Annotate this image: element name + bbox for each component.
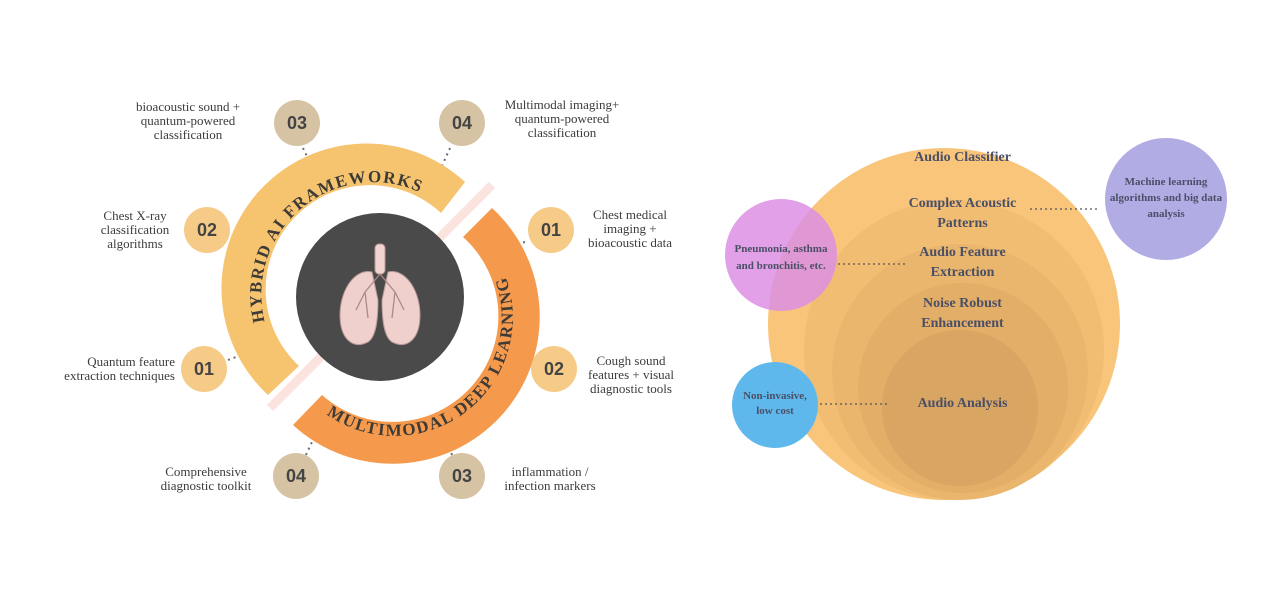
svg-text:04: 04 — [452, 113, 472, 133]
layer-label-audio-classifier: Audio Classifier — [914, 150, 1011, 165]
hybrid-label-04: Comprehensive diagnostic toolkit — [160, 464, 252, 493]
hybrid-label-02: Chest X-ray classification algorithms — [100, 208, 170, 251]
svg-text:02: 02 — [544, 359, 564, 379]
hybrid-badge-03: 03 — [274, 100, 320, 146]
layer-label-audio-analysis: Audio Analysis — [917, 396, 1008, 411]
svg-text:01: 01 — [541, 220, 561, 240]
multimodal-badge-01: 01 — [528, 207, 574, 253]
multimodal-ring — [293, 208, 540, 464]
bubble-label-machine-learning: Machine learning algorithms and big data… — [1109, 176, 1223, 220]
hybrid-badge-01: 01 — [181, 346, 227, 392]
bubble-label-pneumonia: Pneumonia, asthma and bronchitis, etc. — [734, 243, 828, 272]
layer-audio-analysis — [882, 330, 1038, 486]
svg-text:03: 03 — [452, 466, 472, 486]
hybrid-label-03: bioacoustic sound + quantum-powered clas… — [135, 99, 241, 142]
bubble-machine-learning — [1105, 138, 1227, 260]
hybrid-badge-04: 04 — [273, 453, 319, 499]
multimodal-label-04: Multimodal imaging+ quantum-powered clas… — [504, 97, 620, 140]
lungs-icon — [339, 243, 421, 345]
svg-text:03: 03 — [287, 113, 307, 133]
svg-text:02: 02 — [197, 220, 217, 240]
multimodal-badge-02: 02 — [531, 346, 577, 392]
hybrid-ai-ring — [221, 143, 465, 395]
center-circle — [296, 213, 464, 381]
multimodal-label-02: Cough sound features + visual diagnostic… — [587, 354, 675, 396]
multimodal-label-03: inflammation / infection markers — [504, 464, 596, 493]
svg-text:04: 04 — [286, 466, 306, 486]
hybrid-label-01: Quantum feature extraction techniques — [64, 354, 175, 383]
layer-label-complex-acoustic: Complex Acoustic Patterns — [908, 196, 1017, 231]
bubble-non-invasive — [732, 362, 818, 448]
svg-text:01: 01 — [194, 359, 214, 379]
layer-label-noise-enhancement: Noise Robust Enhancement — [921, 296, 1004, 331]
multimodal-label-01: Chest medical imaging + bioacoustic data — [587, 208, 673, 250]
audio-layer-stack — [768, 148, 1120, 500]
hybrid-badge-02: 02 — [184, 207, 230, 253]
multimodal-badge-03: 03 — [439, 453, 485, 499]
bubble-label-non-invasive: Non-invasive, low cost — [743, 390, 807, 417]
layer-label-feature-extraction: Audio Feature Extraction — [919, 245, 1006, 280]
multimodal-badge-04: 04 — [439, 100, 485, 146]
bubble-pneumonia — [725, 199, 837, 311]
